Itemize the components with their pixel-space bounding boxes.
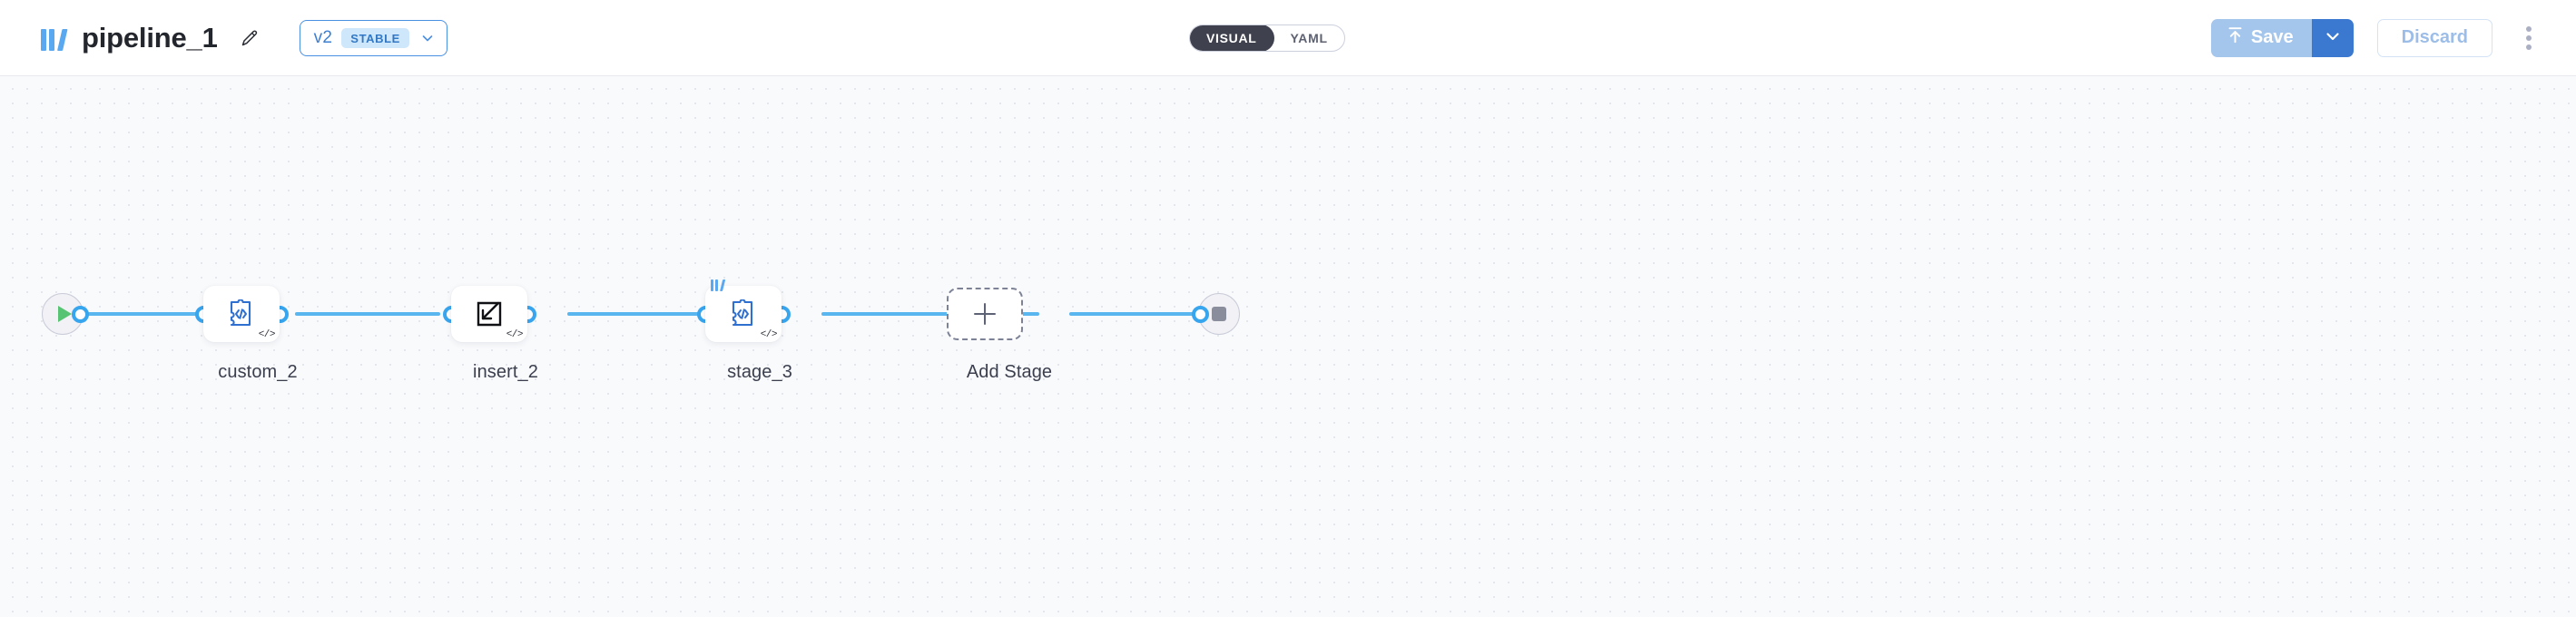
header-actions-group: Save Discard bbox=[2210, 18, 2545, 57]
code-badge: </> bbox=[258, 329, 276, 340]
play-icon bbox=[57, 306, 72, 322]
insert-arrow-icon bbox=[477, 301, 502, 327]
tab-visual[interactable]: VISUAL bbox=[1189, 24, 1274, 51]
node-label-insert_2: insert_2 bbox=[473, 362, 538, 382]
more-vertical-icon[interactable] bbox=[2512, 20, 2545, 56]
discard-button[interactable]: Discard bbox=[2376, 18, 2492, 57]
view-mode-toggle[interactable]: VISUAL YAML bbox=[1189, 24, 1345, 52]
edge-start-to-custom2 bbox=[73, 312, 218, 316]
node-insert_2[interactable]: </> bbox=[451, 286, 527, 342]
pipeline-bars-logo-icon bbox=[40, 24, 69, 52]
puzzle-code-icon bbox=[732, 299, 753, 327]
node-label-stage_3: stage_3 bbox=[727, 362, 792, 382]
chevron-down-icon bbox=[418, 29, 437, 47]
node-stage_3[interactable]: </> bbox=[705, 279, 782, 342]
save-options-dropdown-button[interactable] bbox=[2311, 18, 2354, 57]
save-button-label: Save bbox=[2250, 27, 2294, 47]
pipeline-canvas[interactable]: </> custom_2 </> insert_2 bbox=[0, 76, 2576, 617]
chevron-down-icon bbox=[2324, 27, 2342, 48]
pencil-icon[interactable] bbox=[232, 21, 267, 55]
version-selector[interactable]: v2 STABLE bbox=[299, 19, 447, 56]
version-number: v2 bbox=[313, 27, 333, 47]
upload-arrow-icon bbox=[2227, 26, 2243, 49]
edge-stage3-to-addstage bbox=[821, 312, 1039, 316]
code-badge: </> bbox=[506, 329, 524, 340]
header-left-group: pipeline_1 v2 STABLE bbox=[40, 19, 447, 56]
add-stage-button[interactable] bbox=[947, 288, 1023, 340]
save-button-group: Save bbox=[2210, 18, 2354, 57]
version-status-badge: STABLE bbox=[341, 27, 409, 48]
edge-custom2-to-insert2 bbox=[295, 312, 440, 316]
puzzle-code-icon bbox=[230, 299, 251, 327]
page-title: pipeline_1 bbox=[82, 21, 218, 54]
plus-icon bbox=[974, 303, 996, 325]
edge-insert2-to-stage3 bbox=[567, 312, 713, 316]
node-custom_2[interactable]: </> bbox=[203, 286, 280, 342]
port-start-out[interactable] bbox=[72, 306, 89, 323]
tab-yaml[interactable]: YAML bbox=[1290, 30, 1328, 45]
port-end-in[interactable] bbox=[1192, 306, 1209, 323]
save-button[interactable]: Save bbox=[2210, 18, 2312, 57]
stop-icon bbox=[1212, 307, 1226, 321]
pipeline-flow: </> custom_2 </> insert_2 bbox=[0, 76, 2576, 617]
app-header: pipeline_1 v2 STABLE VISUAL YAML bbox=[0, 0, 2576, 76]
add-stage-label: Add Stage bbox=[966, 362, 1053, 382]
code-badge: </> bbox=[760, 329, 778, 340]
node-label-custom_2: custom_2 bbox=[218, 362, 298, 382]
pipeline-bars-logo-icon bbox=[711, 278, 726, 291]
edge-addstage-to-end bbox=[1069, 312, 1201, 316]
